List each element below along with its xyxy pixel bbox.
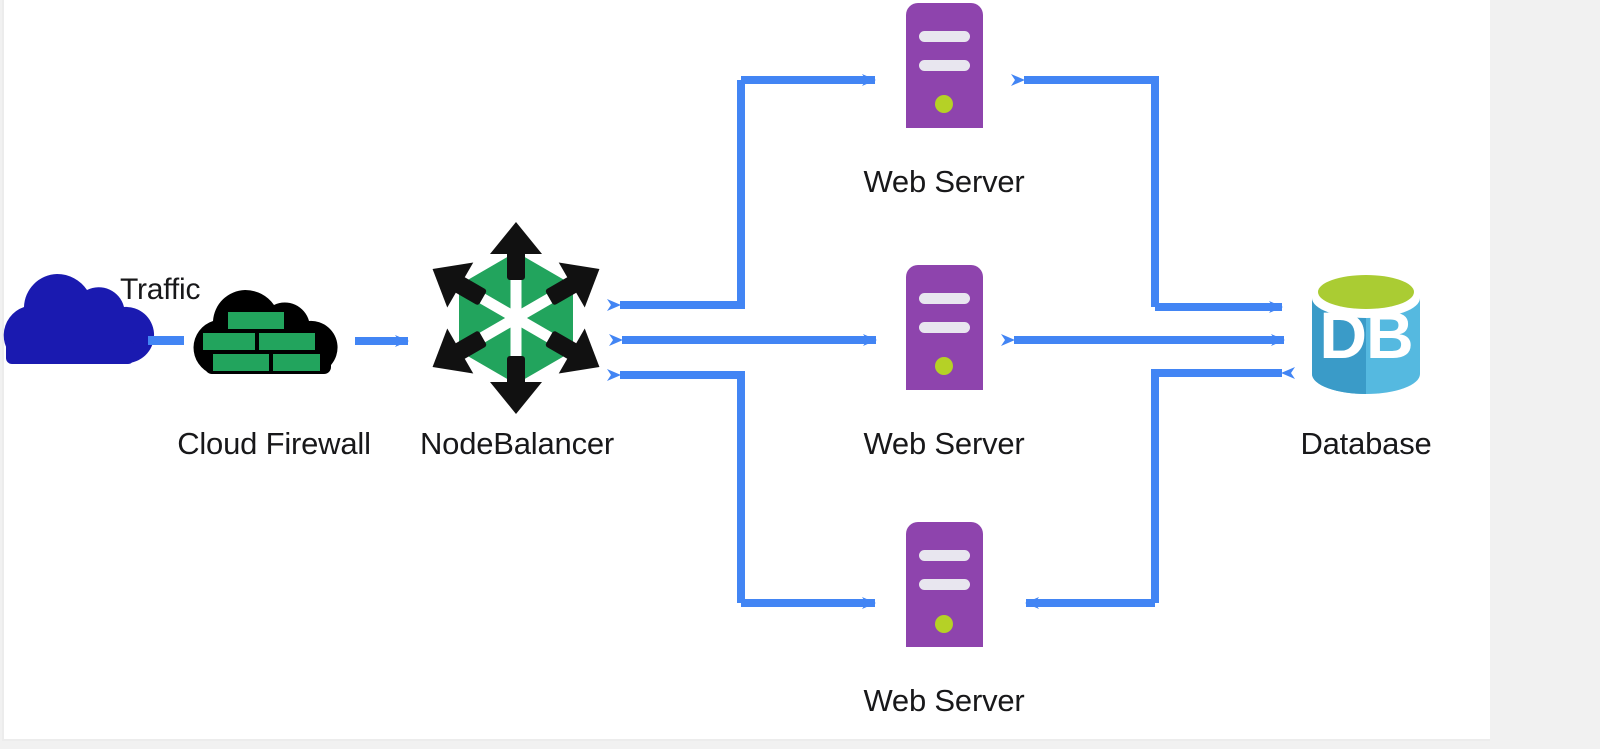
- label-database: Database: [1300, 426, 1432, 461]
- label-nodebalancer: NodeBalancer: [419, 426, 615, 461]
- label-traffic: Traffic: [120, 273, 201, 306]
- label-web-server-top: Web Server: [863, 164, 1025, 199]
- label-cloud-firewall: Cloud Firewall: [177, 426, 371, 461]
- nodebalancer-icon: [432, 222, 600, 414]
- server-icon-middle: [906, 265, 983, 390]
- traffic-dash-connector: [148, 336, 184, 345]
- edge-nodebalancer-webserver-top: [607, 74, 876, 311]
- firewall-icon: [193, 289, 338, 374]
- edge-nodebalancer-webserver-bottom: [607, 369, 876, 609]
- edge-webserver-top-database: [1011, 74, 1283, 313]
- database-icon: DB: [1312, 275, 1420, 394]
- edge-webserver-bottom-database: [1025, 367, 1295, 609]
- server-icon-top: [906, 3, 983, 128]
- brick-wall-icon: [203, 312, 320, 371]
- label-web-server-bottom: Web Server: [863, 683, 1025, 718]
- cloud-icon: [3, 273, 155, 364]
- server-icon-bottom: [906, 522, 983, 647]
- database-glyph-text: DB: [1319, 298, 1412, 372]
- label-web-server-middle: Web Server: [863, 426, 1025, 461]
